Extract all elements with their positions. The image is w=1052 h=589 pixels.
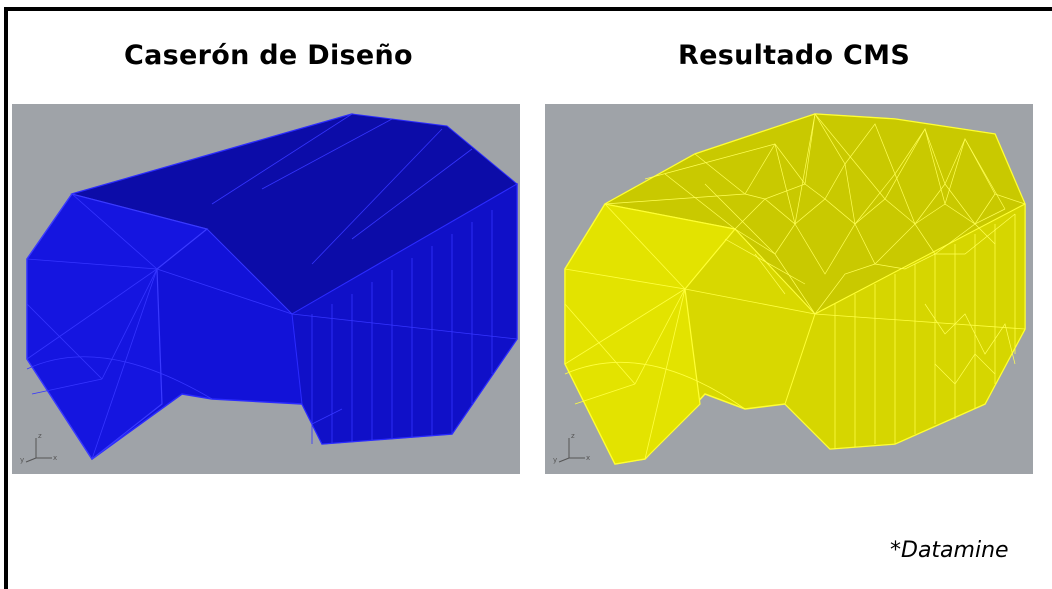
svg-text:y: y xyxy=(553,456,557,464)
axis-triad-icon: z y x xyxy=(553,432,590,464)
design-stope-model xyxy=(26,113,518,461)
cms-result-model xyxy=(564,112,1026,465)
svg-text:z: z xyxy=(38,432,42,440)
svg-text:x: x xyxy=(53,454,57,462)
design-stope-viewport: z y x xyxy=(12,104,520,474)
design-stope-title: Caserón de Diseño xyxy=(124,40,413,71)
axis-triad-icon: z y x xyxy=(20,432,57,464)
svg-text:z: z xyxy=(571,432,575,440)
cms-result-title: Resultado CMS xyxy=(678,40,911,71)
svg-text:y: y xyxy=(20,456,24,464)
cms-result-viewport: z y x xyxy=(545,104,1033,474)
slide-frame xyxy=(4,7,1052,589)
source-credit: *Datamine xyxy=(890,538,1009,563)
svg-text:x: x xyxy=(586,454,590,462)
